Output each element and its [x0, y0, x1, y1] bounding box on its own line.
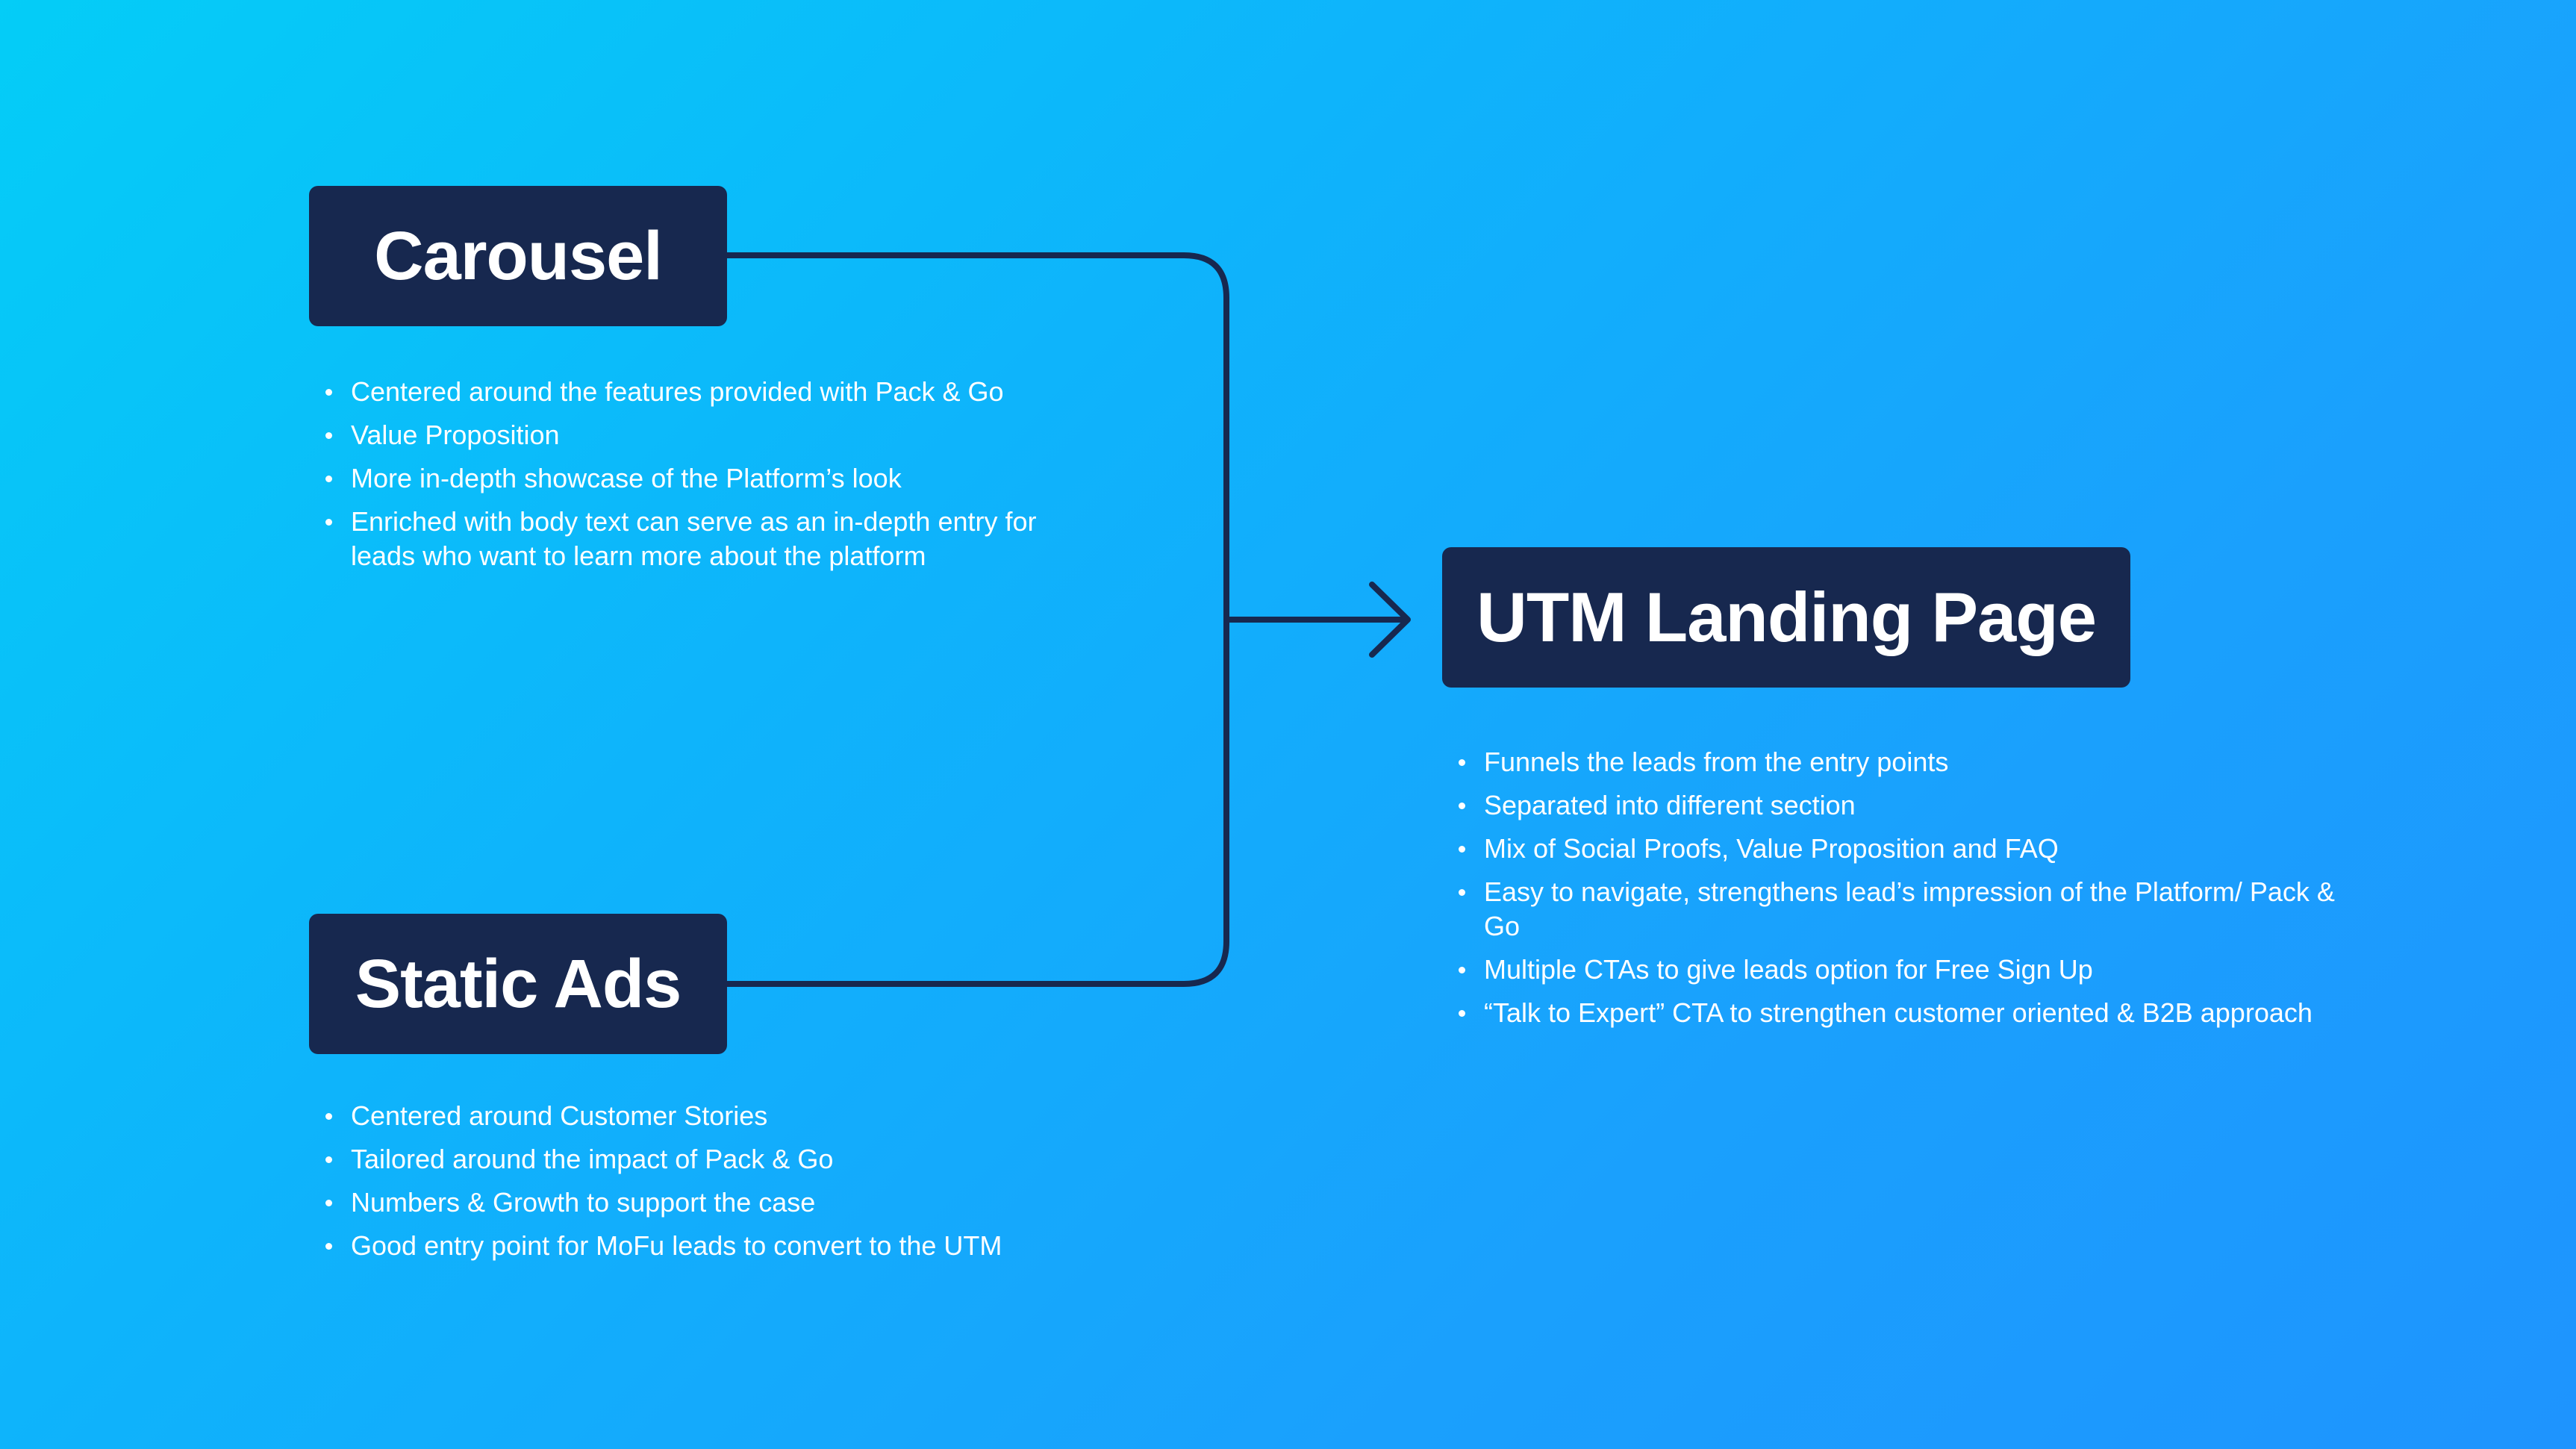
list-item: Separated into different section: [1442, 788, 2338, 823]
list-item: “Talk to Expert” CTA to strengthen custo…: [1442, 996, 2338, 1030]
list-item: Numbers & Growth to support the case: [309, 1185, 1085, 1220]
list-item: Easy to navigate, strengthens lead’s imp…: [1442, 875, 2338, 944]
list-item: Enriched with body text can serve as an …: [309, 505, 1085, 573]
connector-static-to-junction: [724, 617, 1229, 987]
list-item: Mix of Social Proofs, Value Proposition …: [1442, 832, 2338, 866]
utm-landing-page-bullet-list: Funnels the leads from the entry points …: [1442, 745, 2338, 1039]
list-item: Good entry point for MoFu leads to conve…: [309, 1229, 1085, 1263]
list-item: Value Proposition: [309, 418, 1085, 452]
arrowhead-icon: [1369, 582, 1411, 658]
static-ads-bullet-list: Centered around Customer Stories Tailore…: [309, 1099, 1085, 1272]
node-carousel: Carousel: [309, 186, 727, 326]
list-item: Tailored around the impact of Pack & Go: [309, 1142, 1085, 1177]
carousel-bullet-list: Centered around the features provided wi…: [309, 375, 1085, 582]
list-item: Funnels the leads from the entry points: [1442, 745, 2338, 779]
node-utm-landing-page-title: UTM Landing Page: [1476, 578, 2097, 656]
list-item: More in-depth showcase of the Platform’s…: [309, 461, 1085, 496]
node-static-ads-title: Static Ads: [355, 945, 682, 1022]
node-static-ads: Static Ads: [309, 914, 727, 1054]
node-carousel-title: Carousel: [374, 217, 663, 294]
connector-carousel-to-junction: [724, 252, 1229, 623]
node-utm-landing-page: UTM Landing Page: [1442, 547, 2130, 688]
list-item: Multiple CTAs to give leads option for F…: [1442, 953, 2338, 987]
list-item: Centered around Customer Stories: [309, 1099, 1085, 1133]
list-item: Centered around the features provided wi…: [309, 375, 1085, 409]
